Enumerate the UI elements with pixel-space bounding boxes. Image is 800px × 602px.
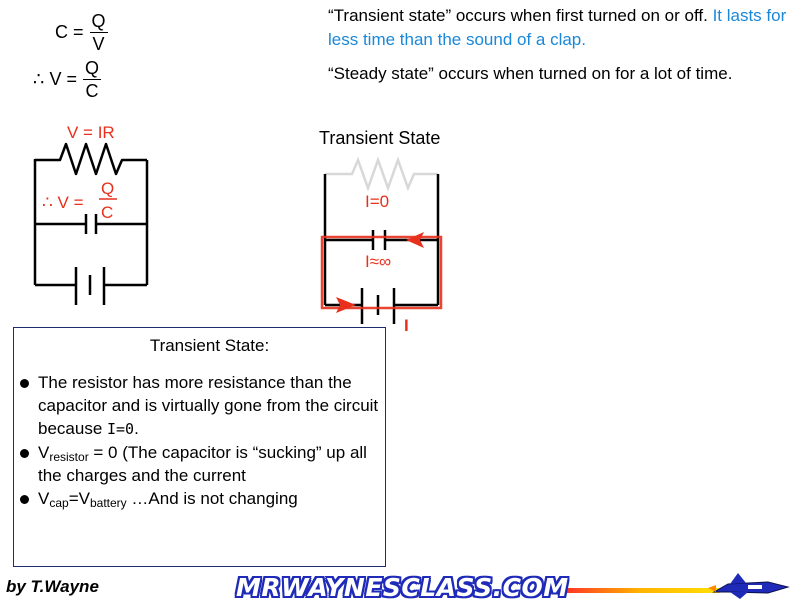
explanation-list: The resistor has more resistance than th… — [14, 371, 385, 510]
bullet-text: The resistor has more resistance than th… — [38, 373, 379, 438]
list-item: Vcap=Vbattery …And is not changing — [14, 487, 385, 510]
voltage-fraction: Q C — [82, 58, 101, 101]
transient-definition-text: “Transient state” occurs when first turn… — [328, 6, 713, 25]
capacitance-lhs: C = — [55, 22, 84, 42]
bullet-voltage-subscript: resistor — [49, 450, 89, 464]
rocket-icon — [708, 573, 790, 599]
author-credit: by T.Wayne — [6, 577, 99, 596]
capacitance-denominator: V — [92, 34, 105, 54]
bullet-icon — [20, 495, 29, 504]
steady-definition: “Steady state” occurs when turned on for… — [328, 64, 733, 83]
transient-definition: “Transient state” occurs when first turn… — [328, 4, 796, 52]
capacitor-voltage-den: C — [101, 203, 113, 222]
voltage-equation: ∴ V = Q C — [33, 59, 101, 100]
transient-explanation-box: Transient State: The resistor has more r… — [13, 327, 386, 567]
bullet-text: …And is not changing — [126, 489, 298, 508]
capacitance-numerator: Q — [89, 11, 108, 33]
capacitance-fraction: Q V — [89, 11, 108, 54]
transient-circuit-diagram: I=0 I≈∞ I — [320, 156, 443, 335]
bullet-battery-subscript: battery — [89, 496, 127, 510]
capacitor-voltage-num: Q — [101, 179, 114, 198]
resistor-voltage-label: V = IR — [67, 123, 115, 142]
list-item: Vresistor = 0 (The capacitor is “sucking… — [14, 441, 385, 487]
site-logo: MRWAYNESCLASS.COM — [236, 573, 569, 602]
logo-stripe — [560, 588, 720, 593]
bullet-voltage-symbol: V — [38, 489, 50, 508]
voltage-numerator: Q — [82, 58, 101, 80]
bullet-current-value: I=0 — [107, 420, 135, 438]
bullet-voltage-symbol: V — [38, 443, 50, 462]
transient-duration-text: It lasts for less time than the sound of… — [328, 6, 787, 49]
current-label: I — [404, 316, 409, 335]
state-definitions: “Transient state” occurs when first turn… — [328, 4, 796, 86]
left-circuit-diagram: V = IR ∴ V = Q C — [33, 123, 149, 305]
bullet-text: = 0 (The capacitor is “sucking” up all t… — [38, 443, 367, 485]
voltage-lhs: ∴ V = — [33, 69, 77, 89]
current-arrow-top — [406, 232, 424, 248]
bullet-equals-voltage: =V — [68, 489, 90, 508]
capacitance-equation: C = Q V — [55, 12, 108, 53]
faded-resistor — [325, 156, 438, 192]
bullet-icon — [20, 449, 29, 458]
current-zero-label: I=0 — [365, 192, 389, 211]
current-loop-path — [320, 235, 443, 310]
bullet-text-end: . — [134, 419, 139, 438]
current-infinite-label: I≈∞ — [365, 252, 391, 271]
left-resistor — [33, 142, 147, 176]
bullet-icon — [20, 379, 29, 388]
bullet-cap-subscript: cap — [49, 496, 69, 510]
box-title: Transient State: — [149, 336, 270, 355]
transient-circuit-title: Transient State — [319, 128, 441, 148]
current-arrow-bottom — [336, 297, 356, 313]
voltage-denominator: C — [85, 81, 99, 101]
capacitor-voltage-lhs: ∴ V = — [42, 193, 84, 212]
list-item: The resistor has more resistance than th… — [14, 371, 385, 441]
